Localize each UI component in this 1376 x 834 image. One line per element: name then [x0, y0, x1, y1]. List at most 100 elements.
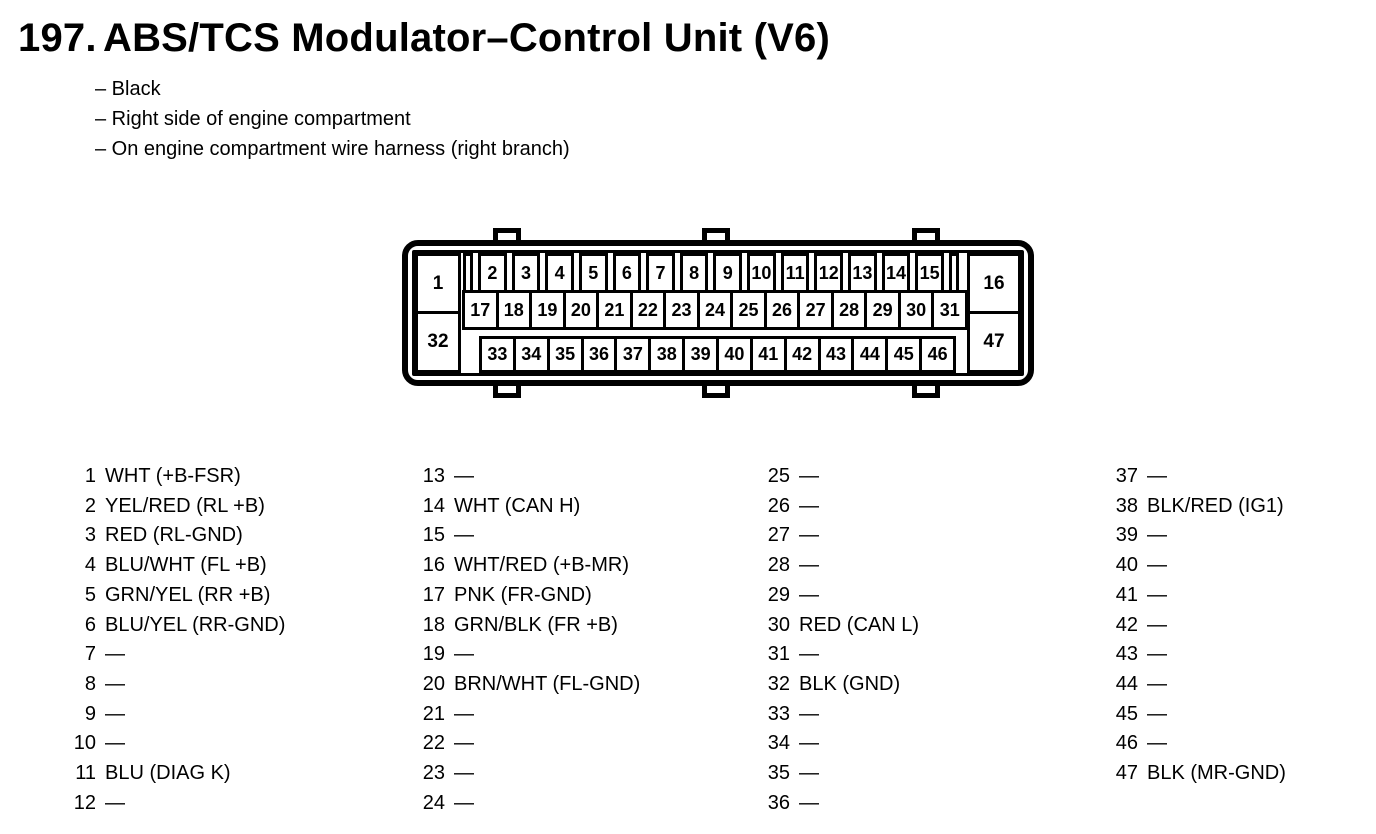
- section-number: 197.: [18, 16, 97, 60]
- pin-description: —: [799, 583, 819, 606]
- connector-pin-16: 16: [967, 253, 1021, 314]
- pin-description: —: [1147, 672, 1167, 695]
- connector-pin-33: 33: [479, 336, 516, 373]
- pin-number: 40: [1115, 554, 1138, 577]
- connector-pin-10: 10: [747, 253, 776, 293]
- pin-description: —: [454, 524, 474, 547]
- pin-description: —: [799, 702, 819, 725]
- pin-number: 43: [1115, 643, 1138, 666]
- pin-list-row: 8—: [64, 670, 285, 700]
- connector-pin-28: 28: [830, 290, 868, 330]
- pin-description: BLU/WHT (FL +B): [105, 554, 267, 577]
- pin-number: 12: [73, 791, 96, 814]
- pin-list-row: 28—: [758, 551, 919, 581]
- pin-number: 30: [767, 613, 790, 636]
- pin-description: GRN/YEL (RR +B): [105, 583, 271, 606]
- pin-number: 11: [75, 762, 96, 785]
- pin-number: 9: [84, 702, 96, 725]
- pin-number: 5: [84, 583, 96, 606]
- pin-list-row: 35—: [758, 759, 919, 789]
- pin-list-row: 12—: [64, 789, 285, 819]
- pin-number: 4: [84, 554, 96, 577]
- connector-pin-12: 12: [814, 253, 844, 293]
- pin-number: 35: [767, 762, 790, 785]
- connector-pin-26: 26: [763, 290, 801, 330]
- pin-description: —: [799, 643, 819, 666]
- pin-number: 16: [422, 554, 445, 577]
- pin-description: BLU (DIAG K): [105, 762, 231, 785]
- pin-description: —: [454, 791, 474, 814]
- pin-list-row: 31 —: [758, 640, 919, 670]
- pin-number: 21: [422, 702, 445, 725]
- pin-description: BLU/YEL (RR-GND): [105, 613, 286, 636]
- pin-description: WHT/RED (+B-MR): [454, 554, 629, 577]
- pin-number: 46: [1115, 732, 1138, 755]
- pin-number: 25: [767, 465, 790, 487]
- pin-number: 23: [422, 762, 445, 785]
- pin-description: —: [799, 524, 819, 547]
- pin-list-row: 27—: [758, 521, 919, 551]
- pin-number: 17: [422, 583, 445, 606]
- page-title: 197.ABS/TCS Modulator–Control Unit (V6): [18, 16, 830, 61]
- pin-number: 37: [1115, 465, 1138, 487]
- pin-number: 28: [767, 554, 790, 577]
- connector-pin-44: 44: [851, 336, 889, 373]
- pin-list-row: 34—: [758, 729, 919, 759]
- connector-pin-8: 8: [679, 253, 709, 293]
- connector-pin-41: 41: [749, 336, 787, 373]
- pin-list-row: 45—: [1106, 700, 1286, 730]
- pin-number: 36: [767, 791, 790, 814]
- connector-pin-39: 39: [682, 336, 720, 373]
- connector-pin-46: 46: [919, 336, 957, 373]
- pin-description: —: [1147, 583, 1167, 606]
- connector-pin-13: 13: [848, 253, 877, 293]
- pin-list-row: 22—: [413, 729, 640, 759]
- connector-pin-35: 35: [546, 336, 584, 373]
- pin-number: 20: [422, 672, 445, 695]
- connector-pin-21: 21: [596, 290, 633, 330]
- connector-pin-23: 23: [663, 290, 700, 330]
- connector-pin-4: 4: [545, 253, 574, 293]
- pin-number: 18: [422, 613, 445, 636]
- pin-list-row: 39—: [1106, 521, 1286, 551]
- pin-number: 42: [1115, 613, 1138, 636]
- pin-description: —: [454, 643, 474, 666]
- connector-pin-1: 1: [415, 253, 461, 314]
- pin-number: 31: [767, 643, 790, 666]
- pin-list-row: 23—: [413, 759, 640, 789]
- pin-description: RED (RL-GND): [105, 524, 243, 547]
- connector-pin-40: 40: [716, 336, 753, 373]
- pin-list-row: 21—: [413, 700, 640, 730]
- pin-list-row: 10—: [64, 729, 285, 759]
- pin-description: BLK/RED (IG1): [1147, 494, 1284, 517]
- pin-description: —: [105, 732, 125, 755]
- pin-list-row: 15 —: [413, 521, 640, 551]
- pin-list-row: 11 BLU (DIAG K): [64, 759, 285, 789]
- connector-pin-19: 19: [529, 290, 566, 330]
- location-note: – Black: [95, 78, 161, 100]
- pin-number: 15: [422, 524, 445, 547]
- connector-pin-38: 38: [648, 336, 686, 373]
- pin-number: 14: [422, 494, 445, 517]
- pin-list-row: 42—: [1106, 611, 1286, 641]
- pin-list-row: 40—: [1106, 551, 1286, 581]
- pin-description: RED (CAN L): [799, 613, 920, 636]
- pin-number: 13: [422, 465, 445, 487]
- connector-pin-42: 42: [783, 336, 821, 373]
- pin-list-row: 5 GRN/YEL (RR +B): [64, 581, 285, 611]
- connector-pin-14: 14: [881, 253, 911, 293]
- pin-number: 45: [1115, 702, 1138, 725]
- pin-description: PNK (FR-GND): [454, 583, 592, 606]
- pin-list-row: 46—: [1106, 729, 1286, 759]
- connector-pin-36: 36: [580, 336, 618, 373]
- connector-pin-22: 22: [629, 290, 667, 330]
